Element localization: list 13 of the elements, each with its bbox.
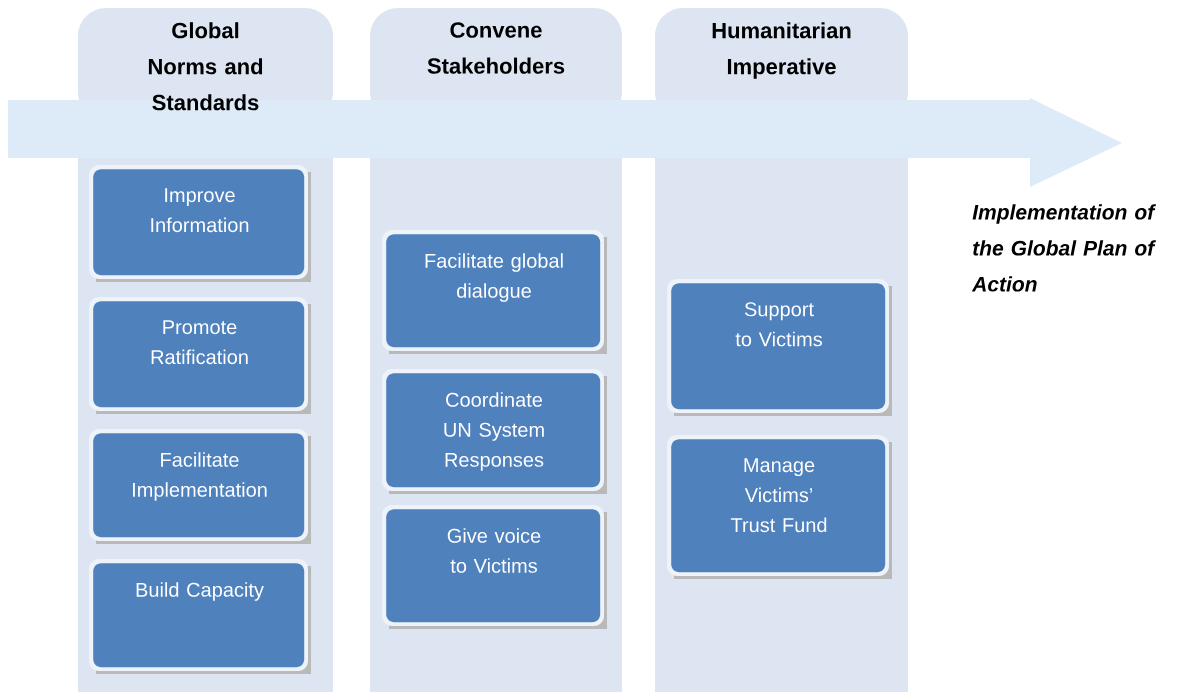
process-box: Support to Victims [667,279,892,416]
node-label: Global Norms and Standards [148,22,263,111]
process-box: Give voice to Victims [382,505,607,629]
process-box: Improve Information [89,165,311,282]
node-label: Humanitarian Imperative [712,22,851,79]
process-box: Promote Ratification [89,297,311,414]
process-box: Facilitate global dialogue [382,230,607,354]
process-box: Build Capacity [89,559,311,674]
arrow-caption: Implementation of the Global Plan of Action [971,204,1156,292]
node-label: Convene Stakeholders [427,22,565,74]
process-box: Facilitate Implementation [89,429,311,544]
process-box: Coordinate UN System Responses [382,369,607,494]
process-box: Manage Victims’ Trust Fund [667,435,892,579]
